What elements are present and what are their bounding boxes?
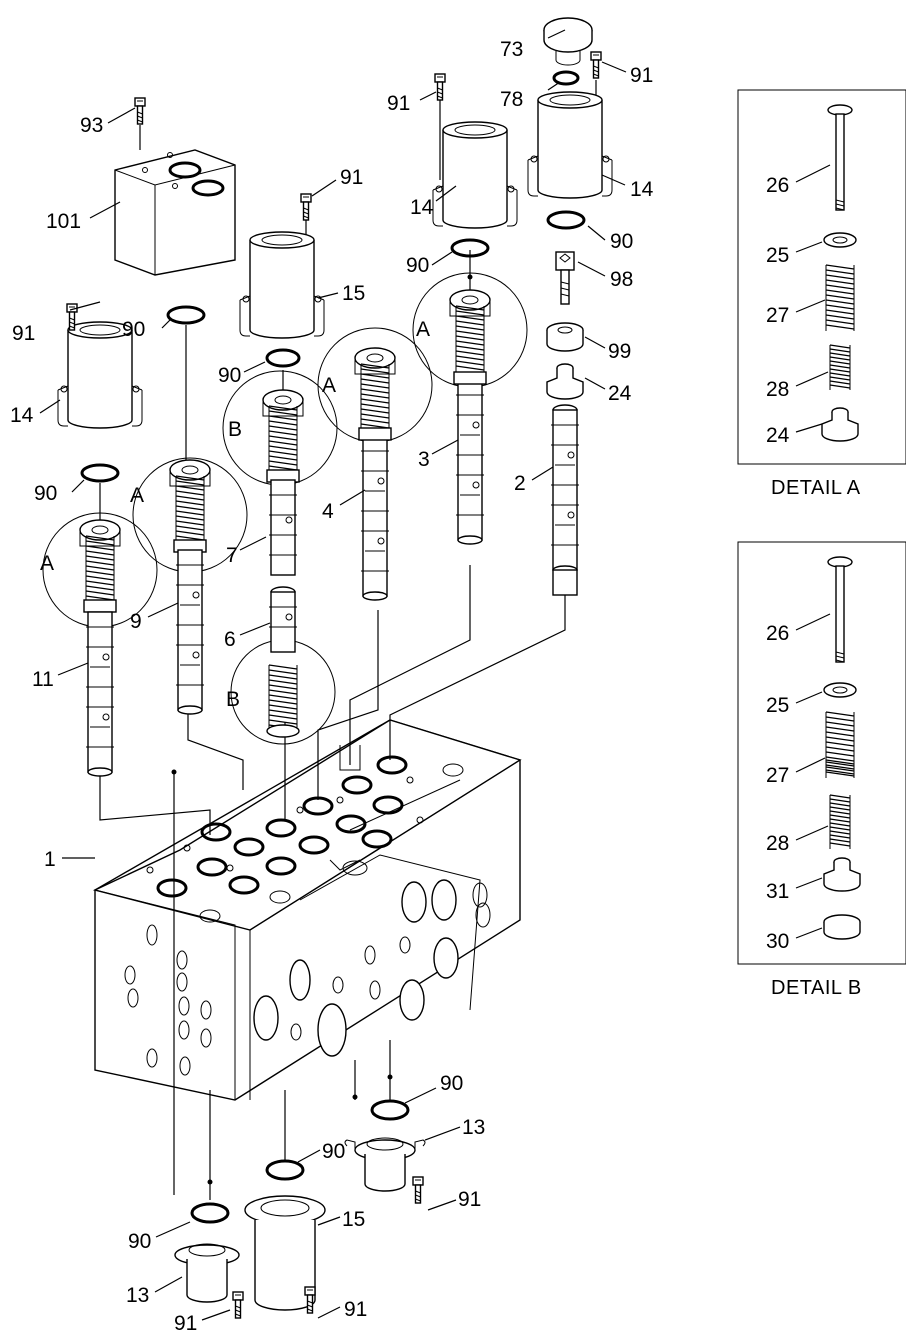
callout-90: 90 [34,482,57,505]
callout-2: 2 [514,472,526,495]
callout-93: 93 [80,114,103,137]
callout-78: 78 [500,88,523,111]
callout-15: 15 [342,282,365,305]
detail-a-panel: 26 25 27 28 24 DETAIL A [737,89,906,499]
callout-91: 91 [630,64,653,87]
detail-b-callout-26: 26 [766,622,789,645]
callout-7: 7 [226,544,238,567]
callout-14: 14 [630,178,654,201]
callout-98: 98 [610,268,633,291]
callout-91: 91 [458,1188,481,1211]
callout-90: 90 [218,364,241,387]
detail-b-callout-31: 31 [766,880,789,903]
covers-and-fasteners [57,17,613,1319]
callout-13: 13 [126,1284,149,1307]
detail-a-callout-28: 28 [766,378,789,401]
callout-91: 91 [344,1298,367,1321]
callout-90: 90 [406,254,429,277]
detail-a-callout-25: 25 [766,244,789,267]
detail-marker-b: B [228,418,242,441]
detail-b-callout-30: 30 [766,930,789,953]
callout-24: 24 [608,382,632,405]
detail-marker-a: A [130,484,144,507]
detail-b-callout-28: 28 [766,832,789,855]
detail-a-caption: DETAIL A [771,477,861,499]
callout-9: 9 [130,610,142,633]
detail-marker-b: B [226,688,240,711]
callout-91: 91 [174,1312,197,1335]
detail-b-panel: 26 25 27 28 31 30 DETAIL B [737,541,906,999]
spool-assemblies [79,251,584,777]
detail-a-callout-24: 24 [766,424,790,447]
callout-15: 15 [342,1208,365,1231]
callout-101: 101 [46,210,81,233]
callout-90: 90 [128,1230,151,1253]
callout-73: 73 [500,38,523,61]
detail-b-caption: DETAIL B [771,977,862,999]
detail-b-callout-27: 27 [766,764,789,787]
assembly-lines [71,80,597,1200]
callout-leaders [39,29,627,1321]
callout-91: 91 [387,92,410,115]
callout-99: 99 [608,340,631,363]
callout-14: 14 [10,404,34,427]
callout-13: 13 [462,1116,485,1139]
callout-6: 6 [224,628,236,651]
callout-11: 11 [32,668,54,691]
detail-marker-a: A [416,318,430,341]
detail-marker-a: A [40,552,54,575]
callout-91: 91 [12,322,35,345]
detail-a-callout-26: 26 [766,174,789,197]
callout-3: 3 [418,448,430,471]
callout-labels: 73 78 91 93 91 14 14 101 91 15 90 90 98 … [10,38,654,1335]
callout-90: 90 [440,1072,463,1095]
callout-14: 14 [410,196,434,219]
callout-91: 91 [340,166,363,189]
detail-a-callout-27: 27 [766,304,789,327]
detail-marker-a: A [322,374,336,397]
callout-90: 90 [122,318,145,341]
callout-4: 4 [322,500,334,523]
valve-body [92,719,522,1101]
callout-1: 1 [44,848,56,871]
detail-b-callout-25: 25 [766,694,789,717]
callout-90: 90 [610,230,633,253]
callout-90: 90 [322,1140,345,1163]
